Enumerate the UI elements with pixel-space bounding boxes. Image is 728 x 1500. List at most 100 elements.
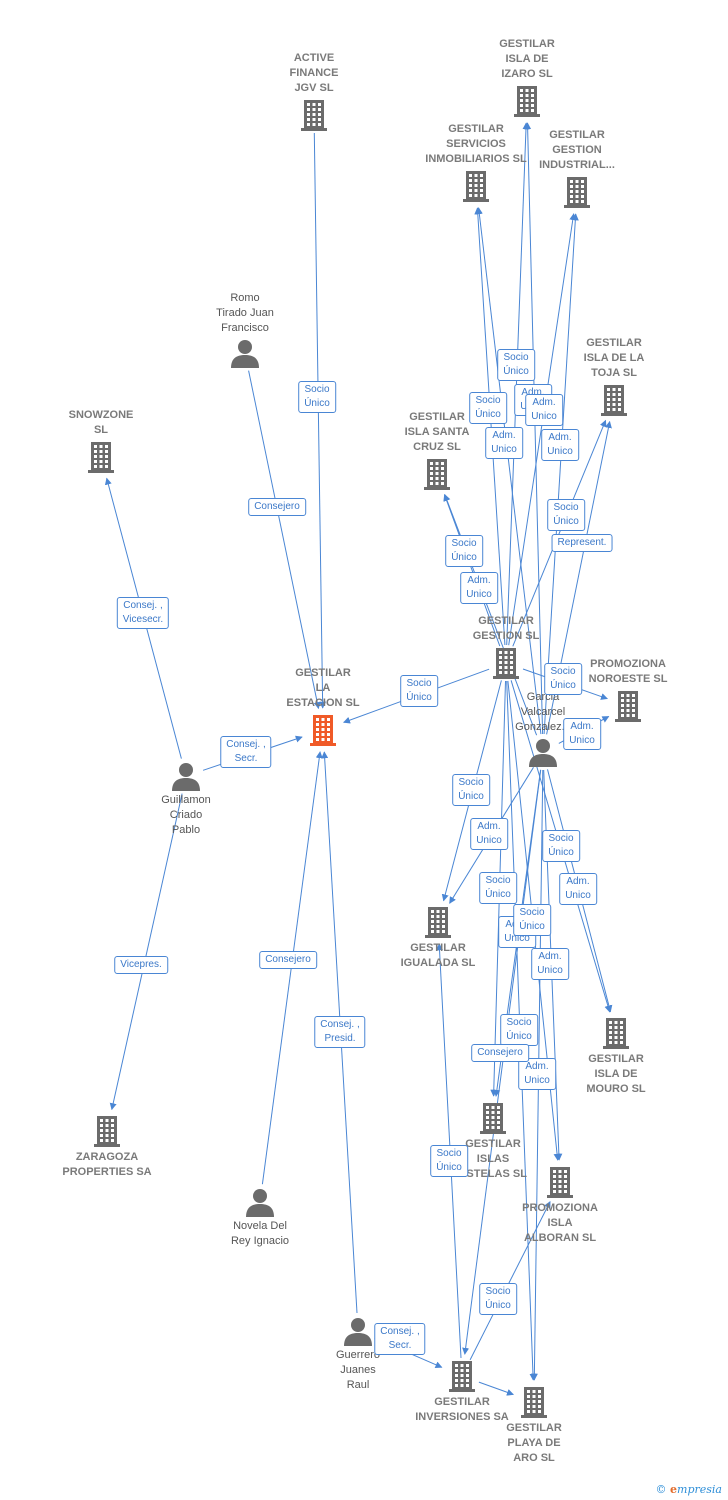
node-guillamon[interactable]: Guillamon Criado Pablo: [121, 759, 251, 838]
node-servicios[interactable]: GESTILAR SERVICIOS INMOBILIARIOS SL: [411, 122, 541, 205]
edge-inversiones-playa: [478, 1381, 514, 1396]
person-icon: [344, 1318, 372, 1346]
node-label[interactable]: Guillamon Criado Pablo: [161, 794, 211, 836]
building-icon: [514, 86, 540, 117]
building-icon: [88, 442, 114, 473]
node-inversiones[interactable]: GESTILAR INVERSIONES SA: [397, 1357, 527, 1425]
edge-active-estacion: [313, 132, 327, 709]
node-snowzone[interactable]: SNOWZONE SL: [36, 408, 166, 476]
copyright-symbol: ©: [655, 1483, 667, 1496]
node-label[interactable]: GESTILAR ISLA DE IZARO SL: [499, 38, 555, 80]
node-toja[interactable]: GESTILAR ISLA DE LA TOJA SL: [549, 336, 679, 419]
node-label[interactable]: GESTILAR GESTION INDUSTRIAL...: [539, 129, 615, 171]
edge-label: Socio Único: [513, 904, 551, 936]
node-label[interactable]: GESTILAR ISLA DE MOURO SL: [586, 1053, 646, 1095]
node-mouro[interactable]: GESTILAR ISLA DE MOURO SL: [551, 1014, 681, 1097]
person-icon: [246, 1189, 274, 1217]
node-label[interactable]: GESTILAR GESTION SL: [472, 615, 540, 642]
node-industrial[interactable]: GESTILAR GESTION INDUSTRIAL...: [512, 128, 642, 211]
node-label[interactable]: GESTILAR ISLAS ESTELAS SL: [459, 1138, 527, 1180]
node-zaragoza[interactable]: ZARAGOZA PROPERTIES SA: [42, 1112, 172, 1180]
building-icon: [463, 171, 489, 202]
edge-label: Socio Único: [544, 663, 582, 695]
edge-garcia-inversiones: [462, 769, 542, 1355]
edge-gestion-toja: [512, 419, 607, 647]
edge-gestion-industrial: [508, 213, 577, 646]
edge-label: Consej. , Secr.: [220, 736, 272, 768]
edge-label: Adm. Unico: [518, 1058, 556, 1090]
edge-garcia-izaro: [524, 122, 544, 735]
edge-label: Socio Único: [542, 830, 580, 862]
brand-initial: e: [670, 1483, 678, 1496]
node-label[interactable]: GESTILAR IGUALADA SL: [400, 942, 476, 969]
edge-label: Adm. Unico: [531, 948, 569, 980]
edge-garcia-santacruz: [443, 493, 538, 736]
edge-label: Adm. Unico: [559, 873, 597, 905]
edge-label: Consej. , Secr.: [374, 1323, 426, 1355]
node-label[interactable]: Novela Del Rey Ignacio: [230, 1220, 290, 1247]
edge-label: Adm. Unico: [460, 572, 498, 604]
node-estacion[interactable]: GESTILAR LA ESTACION SL: [258, 666, 388, 749]
node-label[interactable]: PROMOZIONA NOROESTE SL: [588, 658, 668, 685]
node-label[interactable]: Romo Tirado Juan Francisco: [216, 292, 274, 334]
node-label[interactable]: Guerrero Juanes Raul: [335, 1349, 381, 1391]
node-santacruz[interactable]: GESTILAR ISLA SANTA CRUZ SL: [372, 410, 502, 493]
node-label[interactable]: GESTILAR ISLA DE LA TOJA SL: [583, 337, 645, 379]
node-label[interactable]: GESTILAR LA ESTACION SL: [286, 667, 360, 709]
edge-label: Consejero: [248, 498, 306, 516]
node-label[interactable]: PROMOZIONA ISLA ALBORAN SL: [522, 1202, 598, 1244]
node-gestion[interactable]: GESTILAR GESTION SL: [441, 614, 571, 682]
node-playa[interactable]: GESTILAR PLAYA DE ARO SL: [469, 1383, 599, 1466]
edge-label: Consej. , Presid.: [314, 1016, 366, 1048]
building-icon: [424, 459, 450, 490]
edge-label: Socio Único: [400, 675, 438, 707]
brand-name: mpresia: [677, 1483, 722, 1496]
empresia-brand[interactable]: © empresia: [656, 1483, 722, 1496]
edge-label: Socio Único: [547, 499, 585, 531]
node-romo[interactable]: Romo Tirado Juan Francisco: [180, 291, 310, 370]
building-icon: [564, 177, 590, 208]
focus-company-icon: [310, 715, 336, 746]
edge-label: Socio Único: [500, 1014, 538, 1046]
edge-label: Adm. Unico: [485, 427, 523, 459]
edge-label: Adm. Unico: [541, 429, 579, 461]
node-estelas[interactable]: GESTILAR ISLAS ESTELAS SL: [428, 1099, 558, 1182]
building-icon: [425, 907, 451, 938]
person-icon: [529, 739, 557, 767]
edge-label: Socio Único: [479, 1283, 517, 1315]
node-igualada[interactable]: GESTILAR IGUALADA SL: [373, 903, 503, 971]
edge-label: Socio Único: [497, 349, 535, 381]
building-icon: [615, 691, 641, 722]
edge-label: Consejero: [259, 951, 317, 969]
edge-label: Vicepres.: [114, 956, 168, 974]
building-icon: [601, 385, 627, 416]
node-noroeste[interactable]: PROMOZIONA NOROESTE SL: [563, 657, 693, 725]
building-icon: [547, 1167, 573, 1198]
node-label[interactable]: GESTILAR PLAYA DE ARO SL: [506, 1422, 562, 1464]
edge-label: Socio Único: [430, 1145, 468, 1177]
edge-label: Adm. Unico: [525, 394, 563, 426]
edge-gestion-servicios: [474, 207, 506, 646]
building-icon: [521, 1387, 547, 1418]
node-novela[interactable]: Novela Del Rey Ignacio: [195, 1185, 325, 1249]
node-label[interactable]: GESTILAR INVERSIONES SA: [415, 1396, 509, 1423]
node-alboran[interactable]: PROMOZIONA ISLA ALBORAN SL: [495, 1163, 625, 1246]
node-guerrero[interactable]: Guerrero Juanes Raul: [293, 1314, 423, 1393]
node-label[interactable]: GESTILAR ISLA SANTA CRUZ SL: [404, 411, 470, 453]
edge-label: Consej. , Vicesecr.: [116, 597, 170, 629]
person-icon: [172, 763, 200, 791]
edge-label: Adm. Unico: [470, 818, 508, 850]
building-icon: [94, 1116, 120, 1147]
node-label[interactable]: SNOWZONE SL: [68, 409, 134, 436]
building-icon: [301, 100, 327, 131]
node-label[interactable]: ACTIVE FINANCE JGV SL: [289, 52, 339, 94]
building-icon: [603, 1018, 629, 1049]
edge-label: Socio Único: [469, 392, 507, 424]
node-label[interactable]: ZARAGOZA PROPERTIES SA: [62, 1151, 152, 1178]
node-izaro[interactable]: GESTILAR ISLA DE IZARO SL: [462, 37, 592, 120]
edge-label: Socio Único: [445, 535, 483, 567]
edge-inversiones-alboran: [469, 1200, 551, 1361]
node-active[interactable]: ACTIVE FINANCE JGV SL: [249, 51, 379, 134]
node-label[interactable]: GESTILAR SERVICIOS INMOBILIARIOS SL: [425, 123, 527, 165]
